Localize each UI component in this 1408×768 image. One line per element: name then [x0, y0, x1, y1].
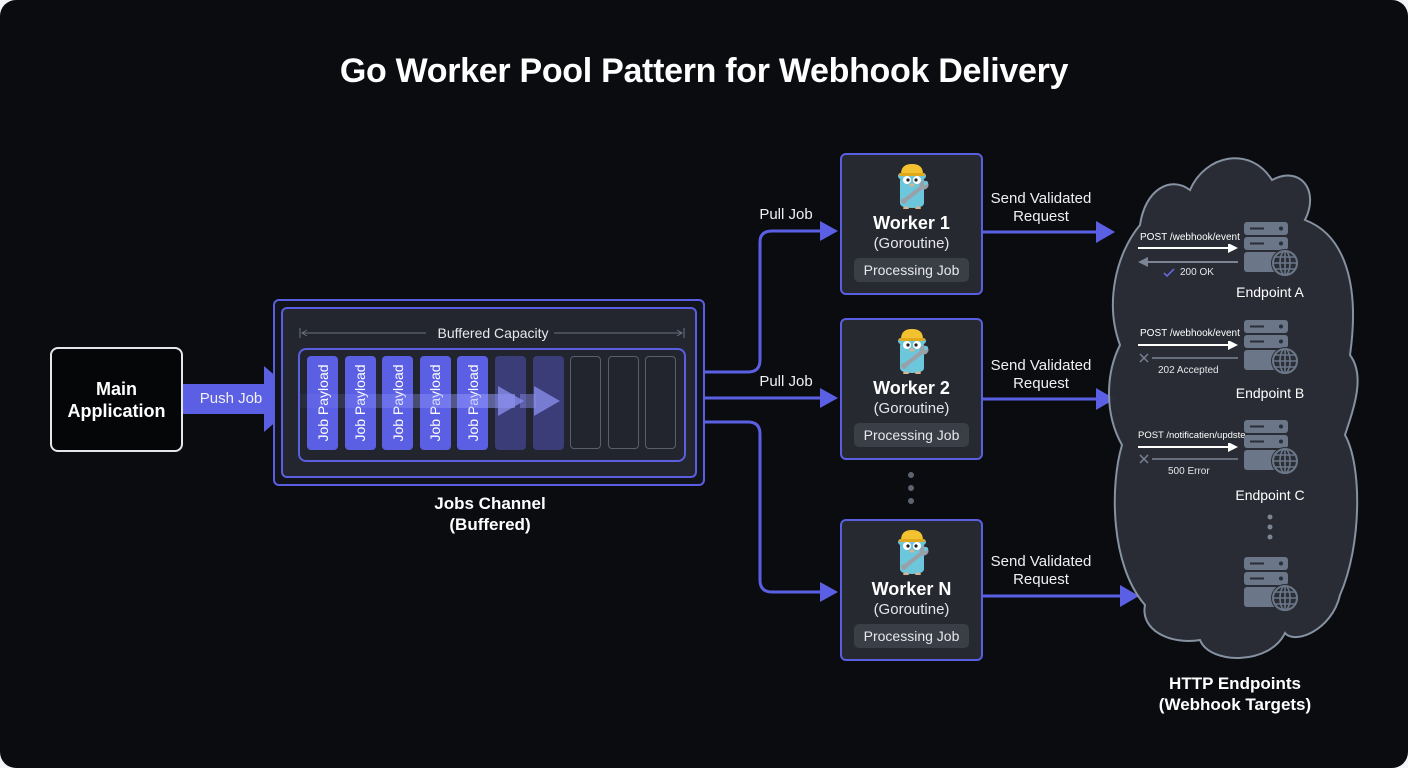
endpoint-b-arrows [1138, 341, 1238, 359]
main-application-box: Main Application [50, 347, 183, 452]
pull-job-label-1: Pull Job [759, 206, 813, 223]
endpoint-b-request: POST /webhook/event [1140, 328, 1240, 339]
channel-slot-empty [645, 356, 677, 449]
server-globe-icon [1244, 318, 1302, 376]
send-label-line1: Send Validated [990, 357, 1092, 374]
server-globe-icon [1244, 418, 1302, 476]
gopher-icon [892, 328, 932, 374]
send-request-label-n: Send Validated Request [984, 553, 1098, 589]
gopher-icon [892, 529, 932, 575]
x-icon [1139, 353, 1149, 363]
pull-arrowhead-2 [820, 388, 838, 408]
worker-subtitle: (Goroutine) [873, 400, 950, 417]
send-label-line2: Request [1013, 571, 1069, 588]
worker-n-card: Worker N (Goroutine) Processing Job [840, 519, 983, 661]
send-request-label-1: Send Validated Request [984, 190, 1098, 226]
endpoint-c-name: Endpoint C [1235, 487, 1305, 503]
send-arrowhead-n [1120, 585, 1139, 607]
main-app-label-2: Application [67, 400, 166, 421]
gopher-icon [892, 163, 932, 209]
pull-line-worker-n [686, 420, 825, 594]
jobs-channel-caption-2: (Buffered) [449, 515, 531, 534]
worker-2-card: Worker 2 (Goroutine) Processing Job [840, 318, 983, 460]
endpoint-b-response: 202 Accepted [1158, 365, 1219, 376]
send-request-label-2: Send Validated Request [984, 357, 1098, 393]
pull-arrowhead-1 [820, 221, 838, 241]
endpoint-ellipsis-icon [1267, 514, 1273, 540]
http-endpoints-caption-1: HTTP Endpoints [1169, 674, 1301, 693]
endpoint-a-arrows [1138, 244, 1238, 267]
flow-arrow-overlay [300, 386, 560, 416]
worker-1-card: Worker 1 (Goroutine) Processing Job [840, 153, 983, 295]
pull-arrowhead-n [820, 582, 838, 602]
buffered-capacity-label: Buffered Capacity [437, 325, 549, 341]
pull-line-worker-1 [686, 229, 825, 374]
worker-title: Worker N [871, 579, 952, 599]
send-arrowhead-1 [1096, 221, 1115, 243]
flow-arrow-2 [534, 386, 560, 416]
channel-slot-empty [607, 356, 639, 449]
worker-ellipsis-icon [908, 472, 914, 504]
worker-title: Worker 1 [873, 213, 950, 233]
check-icon [1163, 268, 1175, 278]
x-icon [1139, 454, 1149, 464]
endpoint-c-response: 500 Error [1168, 466, 1210, 477]
jobs-channel-caption-1: Jobs Channel [434, 494, 546, 513]
worker-subtitle: (Goroutine) [873, 601, 950, 618]
http-endpoints-caption: HTTP Endpoints (Webhook Targets) [1135, 673, 1335, 715]
server-globe-icon [1244, 220, 1302, 278]
push-job-arrow [182, 366, 302, 432]
endpoint-a-name: Endpoint A [1236, 284, 1304, 300]
jobs-channel-caption: Jobs Channel (Buffered) [388, 493, 592, 535]
worker-status-pill: Processing Job [854, 624, 969, 648]
main-app-label-1: Main [95, 378, 137, 399]
send-label-line2: Request [1013, 375, 1069, 392]
endpoint-a-response: 200 OK [1180, 267, 1214, 278]
send-arrowhead-2 [1096, 388, 1115, 410]
server-globe-icon [1244, 555, 1302, 613]
worker-title: Worker 2 [873, 378, 950, 398]
channel-slot-empty [570, 356, 602, 449]
pull-job-label-2: Pull Job [759, 373, 813, 390]
capacity-bracket [299, 328, 685, 338]
send-label-line1: Send Validated [990, 190, 1092, 207]
push-job-label: Push Job [199, 390, 263, 407]
diagram-title: Go Worker Pool Pattern for Webhook Deliv… [339, 52, 1069, 90]
http-endpoints-cloud [1108, 157, 1359, 659]
endpoint-b-name: Endpoint B [1235, 385, 1305, 401]
flow-arrow-1 [498, 386, 524, 416]
send-label-line2: Request [1013, 208, 1069, 225]
endpoint-c-request: POST /notificatien/updste [1138, 430, 1246, 441]
send-label-line1: Send Validated [990, 553, 1092, 570]
worker-status-pill: Processing Job [854, 423, 969, 447]
http-endpoints-caption-2: (Webhook Targets) [1158, 695, 1312, 714]
endpoint-a-request: POST /webhook/event [1140, 232, 1240, 243]
endpoint-c-arrows [1138, 443, 1238, 460]
worker-subtitle: (Goroutine) [873, 235, 950, 252]
worker-status-pill: Processing Job [854, 258, 969, 282]
